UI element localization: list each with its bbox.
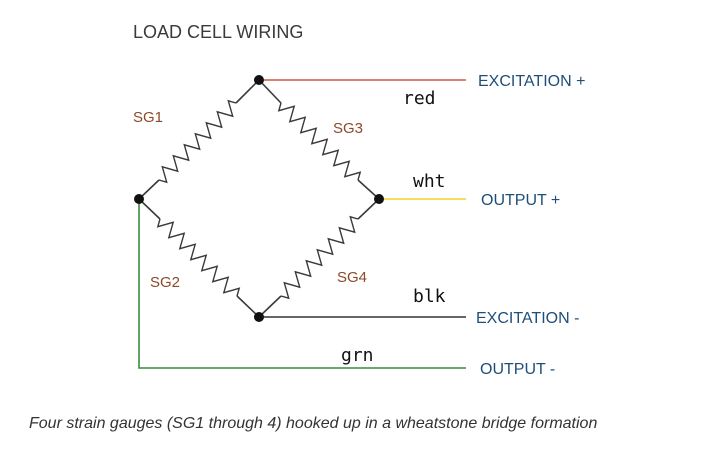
figure-caption: Four strain gauges (SG1 through 4) hooke… [29,415,597,432]
sg4-label: SG4 [337,269,367,286]
terminal-excitation-minus: EXCITATION - [476,310,579,327]
wire-green [138,199,466,369]
sg3-label: SG3 [333,120,363,137]
leg-bottom-right [258,295,282,318]
leg-bottom-left [236,295,260,318]
terminal-excitation-plus: EXCITATION + [478,73,585,90]
sg3-resistor [277,102,362,181]
sg1-label: SG1 [133,109,163,126]
leg-top-right [258,79,282,104]
wire-label-red: red [403,88,436,109]
sg2-resistor [156,218,241,297]
leg-top-left [235,79,260,104]
sg1-resistor [158,99,237,184]
wire-label-green: grn [341,345,374,366]
sg2-label: SG2 [150,274,180,291]
diagram-title: LOAD CELL WIRING [133,22,303,42]
terminal-output-minus: OUTPUT - [480,361,555,378]
node-right [374,194,384,204]
node-bottom [254,312,264,322]
wire-label-black: blk [413,286,446,307]
node-top [254,75,264,85]
terminal-output-plus: OUTPUT + [481,192,560,209]
node-left [134,194,144,204]
sg4-resistor [280,215,359,300]
wire-label-white: wht [413,171,446,192]
